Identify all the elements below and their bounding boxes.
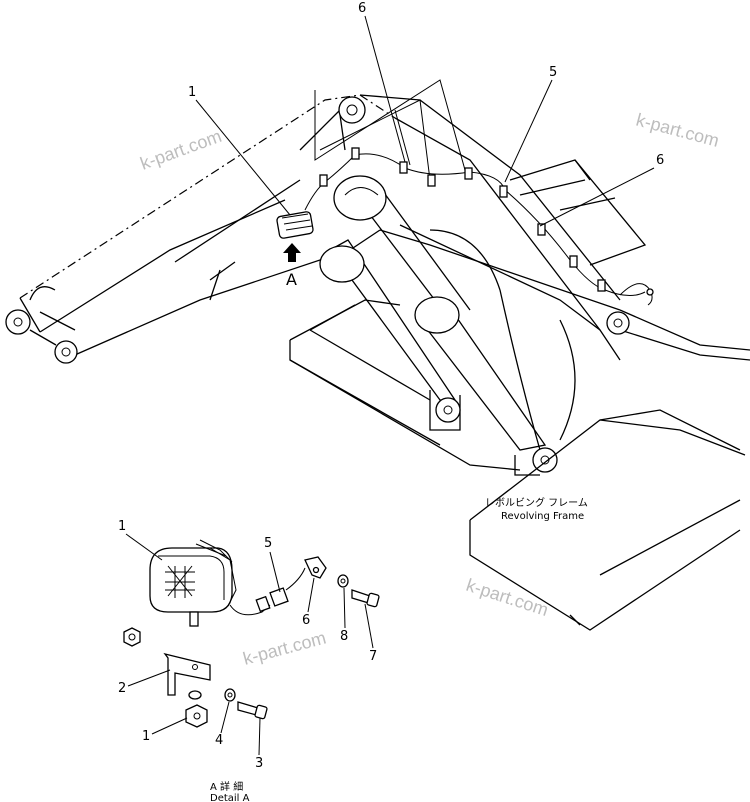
revolving-frame-label-en: Revolving Frame — [501, 511, 584, 522]
watermark: k-part.com — [241, 628, 328, 669]
view-direction-arrow-icon — [283, 243, 301, 262]
frame-pin — [606, 311, 630, 335]
detail-label-en: Detail A — [210, 793, 250, 802]
detail-label-jp: A 詳 細 — [210, 780, 243, 793]
cylinder-head — [333, 175, 387, 221]
callout-3-detail: 3 — [255, 756, 263, 771]
callout-6-right: 6 — [656, 153, 664, 168]
boom — [5, 94, 396, 364]
detail-callouts: 1 5 6 8 7 2 1 4 3 — [118, 519, 377, 771]
detail-a — [123, 539, 380, 728]
boom-work-lamp — [276, 211, 314, 239]
callout-5-top: 5 — [549, 65, 557, 80]
boom-cylinders — [319, 175, 558, 476]
callout-1-detail: 1 — [118, 519, 126, 534]
callout-6-top: 6 — [358, 1, 366, 16]
revolving-frame-label-jp: レボルビング フレーム — [485, 496, 588, 509]
boom-foot-pin — [5, 309, 31, 335]
top-callouts: 1 6 5 6 — [188, 1, 664, 227]
callout-5-detail: 5 — [264, 536, 272, 551]
boom-top-pin — [338, 96, 366, 124]
callout-2-detail: 2 — [118, 681, 126, 696]
callout-1-top: 1 — [188, 85, 196, 100]
work-lamp-icon — [149, 539, 237, 627]
wiring-harness — [304, 79, 654, 306]
callout-7-detail: 7 — [369, 649, 377, 664]
revolving-frame — [289, 299, 746, 631]
boom-pin — [54, 340, 78, 364]
callout-6-detail: 6 — [302, 613, 310, 628]
watermark: k-part.com — [634, 110, 721, 151]
boom-upper — [349, 94, 750, 451]
boom-box — [509, 159, 647, 266]
watermark: k-part.com — [138, 126, 225, 174]
callout-8-detail: 8 — [340, 629, 348, 644]
callout-1-nut: 1 — [142, 729, 150, 744]
view-label-a: A — [286, 270, 297, 289]
callout-4-detail: 4 — [215, 733, 223, 748]
